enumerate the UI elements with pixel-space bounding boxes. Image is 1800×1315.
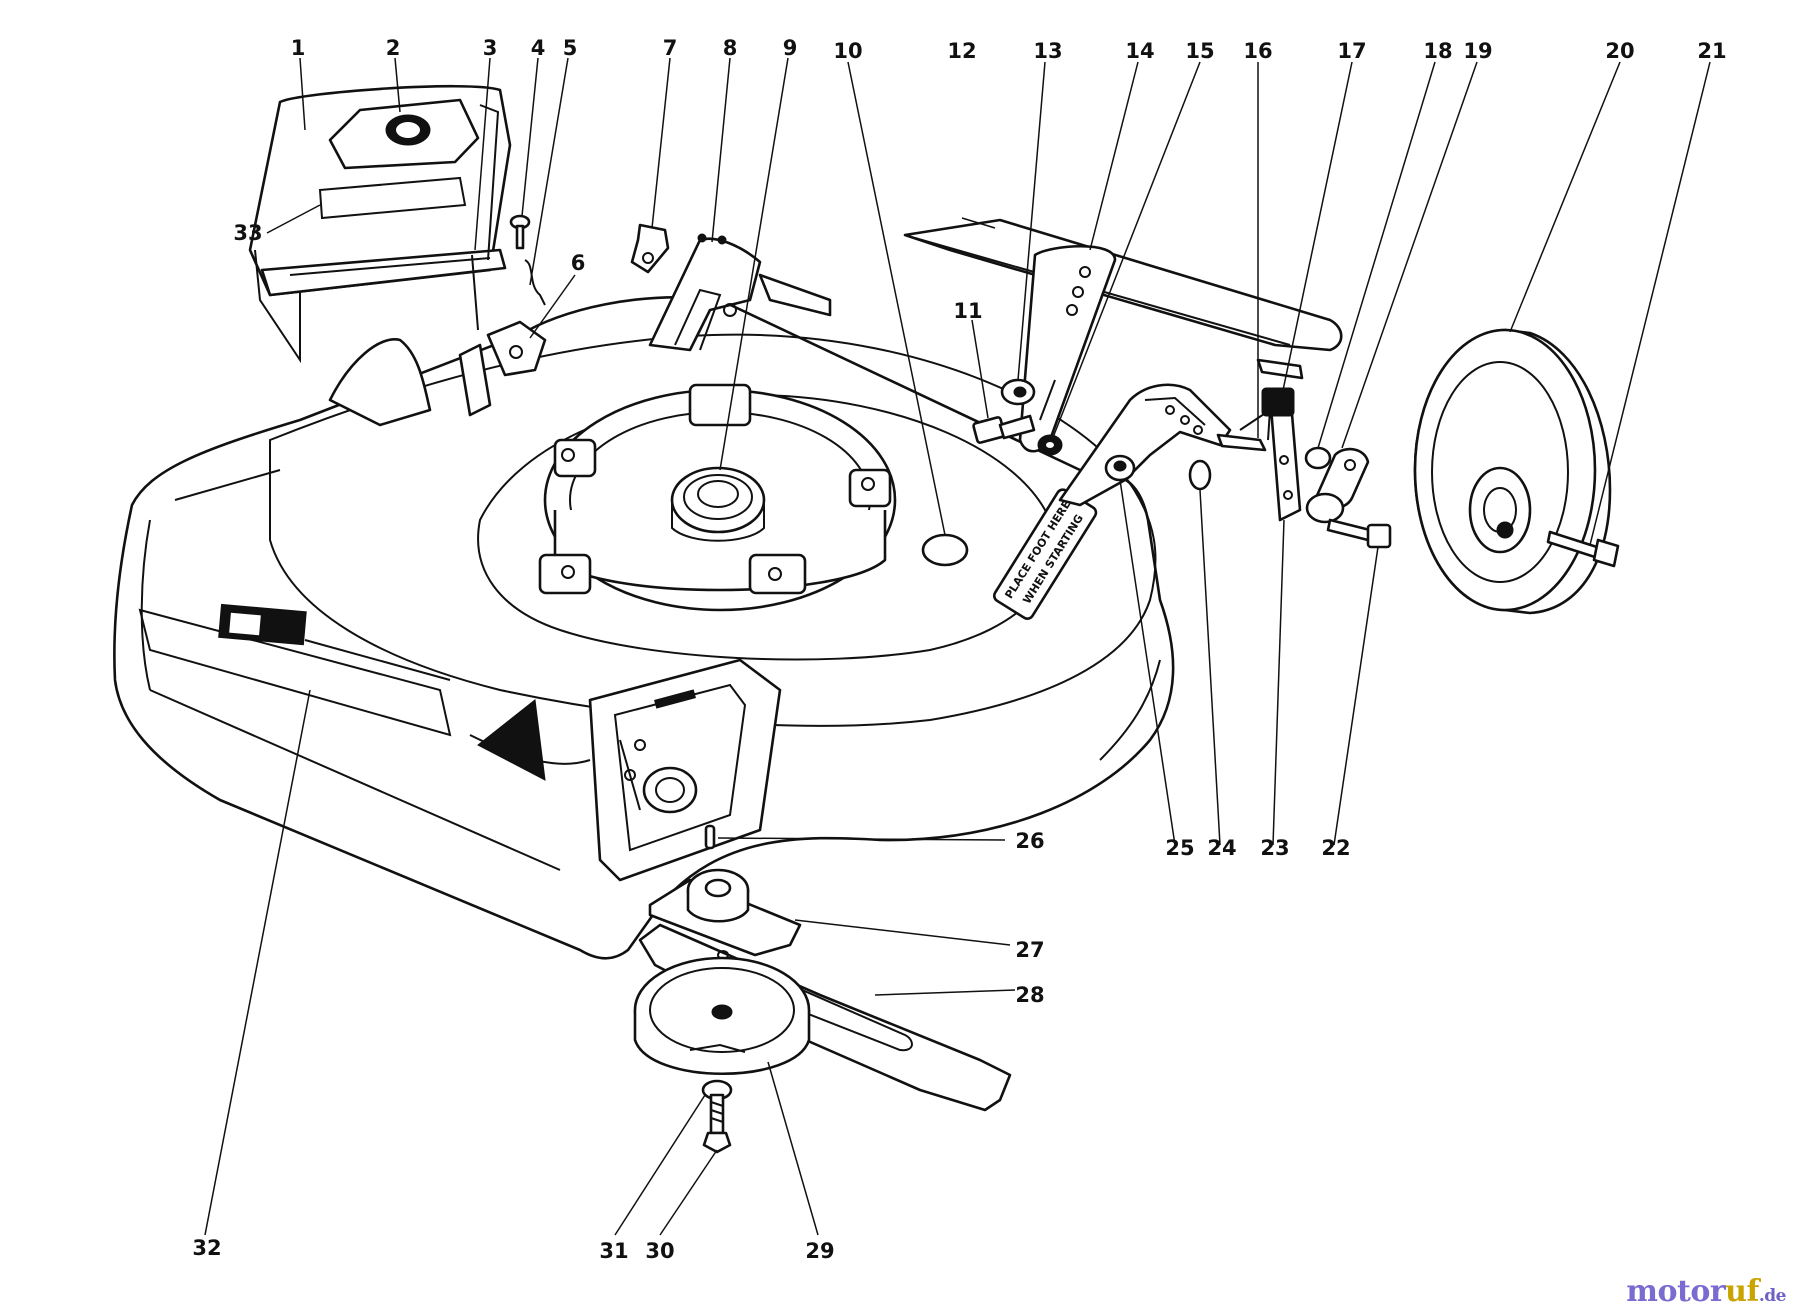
wheel-bracket-plate	[1261, 387, 1302, 522]
watermark-part1: motor	[1626, 1274, 1726, 1309]
watermark-part3: .de	[1758, 1286, 1787, 1306]
callout-9: 9	[783, 36, 798, 60]
callout-11: 11	[953, 299, 982, 323]
fill-plug	[921, 533, 969, 567]
callout-22: 22	[1321, 836, 1350, 860]
blade-bolt-30	[701, 1079, 733, 1154]
deck-side-decal	[138, 603, 452, 737]
bolt-11	[972, 414, 1036, 444]
callout-13: 13	[1033, 39, 1062, 63]
callout-24: 24	[1207, 836, 1236, 860]
callout-33: 33	[233, 221, 262, 245]
callout-26: 26	[1015, 829, 1044, 853]
leader-lines	[204, 57, 1711, 1236]
callout-numbers: 1 2 3 4 5 6 7 8 9 10 11 12 13 14 15 16 1…	[192, 36, 1726, 1263]
callout-30: 30	[645, 1239, 674, 1263]
callout-25: 25	[1165, 836, 1194, 860]
blade-pin-26	[704, 824, 716, 850]
height-adjust-arm	[1018, 245, 1117, 453]
nut-13	[1000, 378, 1036, 406]
screw-4	[509, 214, 531, 250]
callout-3: 3	[483, 36, 498, 60]
watermark-part2: uf	[1725, 1274, 1759, 1309]
callout-12: 12	[947, 39, 976, 63]
washer-24	[1188, 459, 1212, 491]
wheel-bolt-22	[1326, 518, 1392, 549]
callout-2: 2	[386, 36, 401, 60]
callout-16: 16	[1243, 39, 1272, 63]
callout-29: 29	[805, 1239, 834, 1263]
adjuster-lever-19	[1305, 447, 1370, 524]
wheel	[1413, 328, 1612, 615]
height-bracket	[1058, 383, 1272, 507]
callout-10: 10	[833, 39, 862, 63]
callout-28: 28	[1015, 983, 1044, 1007]
callout-15: 15	[1185, 39, 1214, 63]
callout-20: 20	[1605, 39, 1634, 63]
callout-27: 27	[1015, 938, 1044, 962]
blade-stiffener-29	[633, 956, 811, 1076]
callout-4: 4	[531, 36, 546, 60]
discharge-cover	[248, 84, 512, 364]
watermark: motoruf.de	[1626, 1274, 1786, 1309]
callout-31: 31	[599, 1239, 628, 1263]
washer-15	[1037, 434, 1063, 456]
callout-14: 14	[1125, 39, 1154, 63]
nut-18	[1304, 446, 1332, 470]
callout-19: 19	[1463, 39, 1492, 63]
callout-8: 8	[723, 36, 738, 60]
callout-17: 17	[1337, 39, 1366, 63]
rear-brackets	[648, 233, 832, 352]
callout-23: 23	[1260, 836, 1289, 860]
callout-18: 18	[1423, 39, 1452, 63]
front-axle-bracket	[588, 658, 782, 882]
blade-adapter-27	[648, 868, 802, 957]
callout-32: 32	[192, 1236, 221, 1260]
callout-5: 5	[563, 36, 578, 60]
axle-bolt-21	[1546, 530, 1620, 568]
mower-deck-housing: PLACE FOOT HERE WHEN STARTING	[113, 233, 1175, 960]
callout-21: 21	[1697, 39, 1726, 63]
bracket-7	[630, 223, 670, 274]
crank-bore	[670, 466, 766, 542]
callout-1: 1	[291, 36, 306, 60]
hinge-parts	[328, 214, 547, 427]
callout-7: 7	[663, 36, 678, 60]
callout-6: 6	[571, 251, 586, 275]
